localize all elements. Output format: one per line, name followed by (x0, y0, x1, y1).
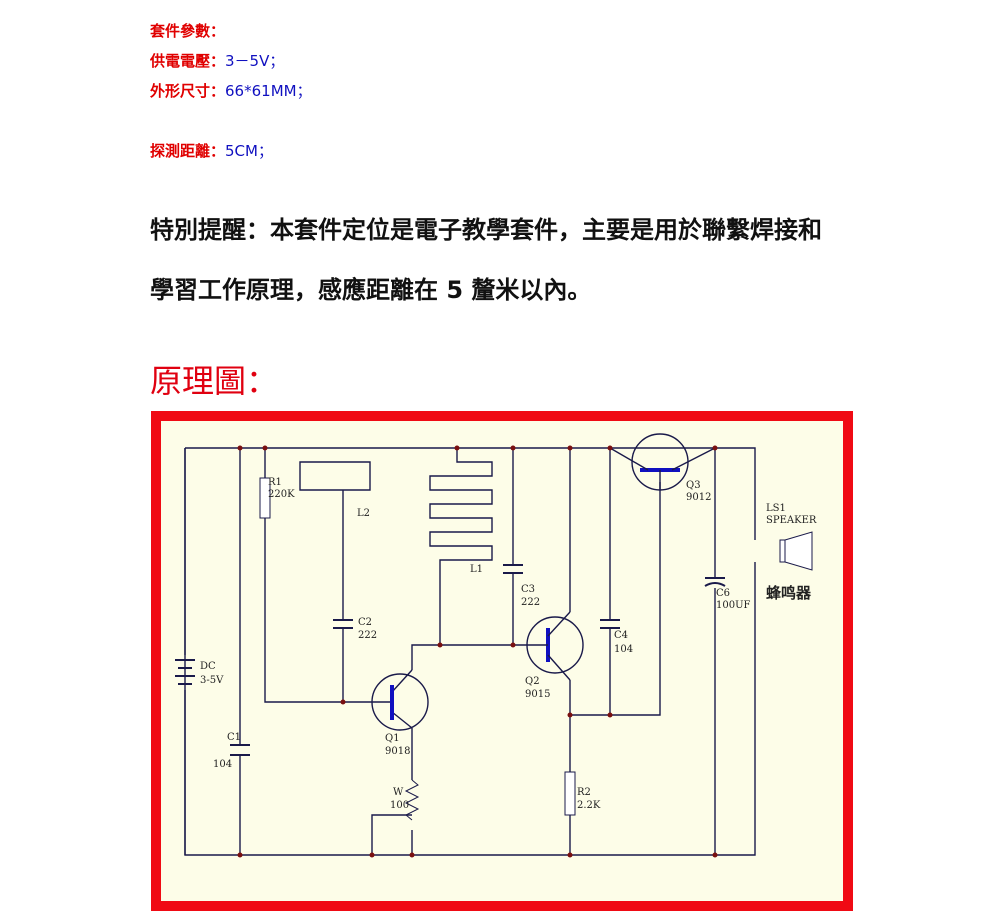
component-label: R2 (577, 787, 591, 798)
component-label: DC (200, 661, 216, 672)
notice-line-2: 學習工作原理，感應距離在 5 釐米以內。 (150, 276, 592, 304)
notice-line-1: 特別提醒：本套件定位是電子教學套件，主要是用於聯繫焊接和 (150, 216, 822, 244)
component-label: 104 (614, 644, 633, 655)
component-label: 9015 (525, 689, 550, 700)
component-label: L1 (470, 564, 483, 575)
component-label: LS1 (766, 503, 786, 514)
junction-nodes (237, 445, 718, 858)
component-label: C1 (227, 732, 241, 743)
component-label: C4 (614, 630, 628, 641)
component-label: C2 (358, 617, 372, 628)
schematic-title: 原理圖： (150, 362, 279, 400)
capacitors (175, 564, 726, 756)
component-label: W (393, 787, 404, 798)
component-label: 220K (268, 489, 295, 500)
component-label: 100 (390, 800, 409, 811)
component-label: C3 (521, 584, 535, 595)
component-label: Q1 (385, 733, 400, 744)
component-label: 2.2K (577, 800, 601, 811)
component-label: R1 (268, 477, 282, 488)
param-voltage: 供電電壓：3－5V； (150, 52, 285, 70)
component-label: 3-5V (200, 675, 224, 686)
component-label: 9018 (385, 746, 410, 757)
component-label: 222 (521, 597, 540, 608)
component-label: L2 (357, 508, 370, 519)
component-label: 9012 (686, 492, 711, 503)
component-label: 100UF (716, 600, 751, 611)
param-size: 外形尺寸：66*61MM； (150, 82, 312, 100)
component-label: C6 (716, 588, 730, 599)
transistors (371, 433, 716, 731)
component-label: 222 (358, 630, 377, 641)
params-heading: 套件參數： (150, 22, 226, 40)
component-label: Q2 (525, 676, 540, 687)
component-label: Q3 (686, 480, 701, 491)
wires (184, 447, 756, 856)
component-label: 蜂鸣器 (766, 584, 812, 602)
component-label: SPEAKER (766, 515, 817, 526)
component-label: 104 (213, 759, 232, 770)
param-distance: 探測距離：5CM； (150, 142, 273, 160)
